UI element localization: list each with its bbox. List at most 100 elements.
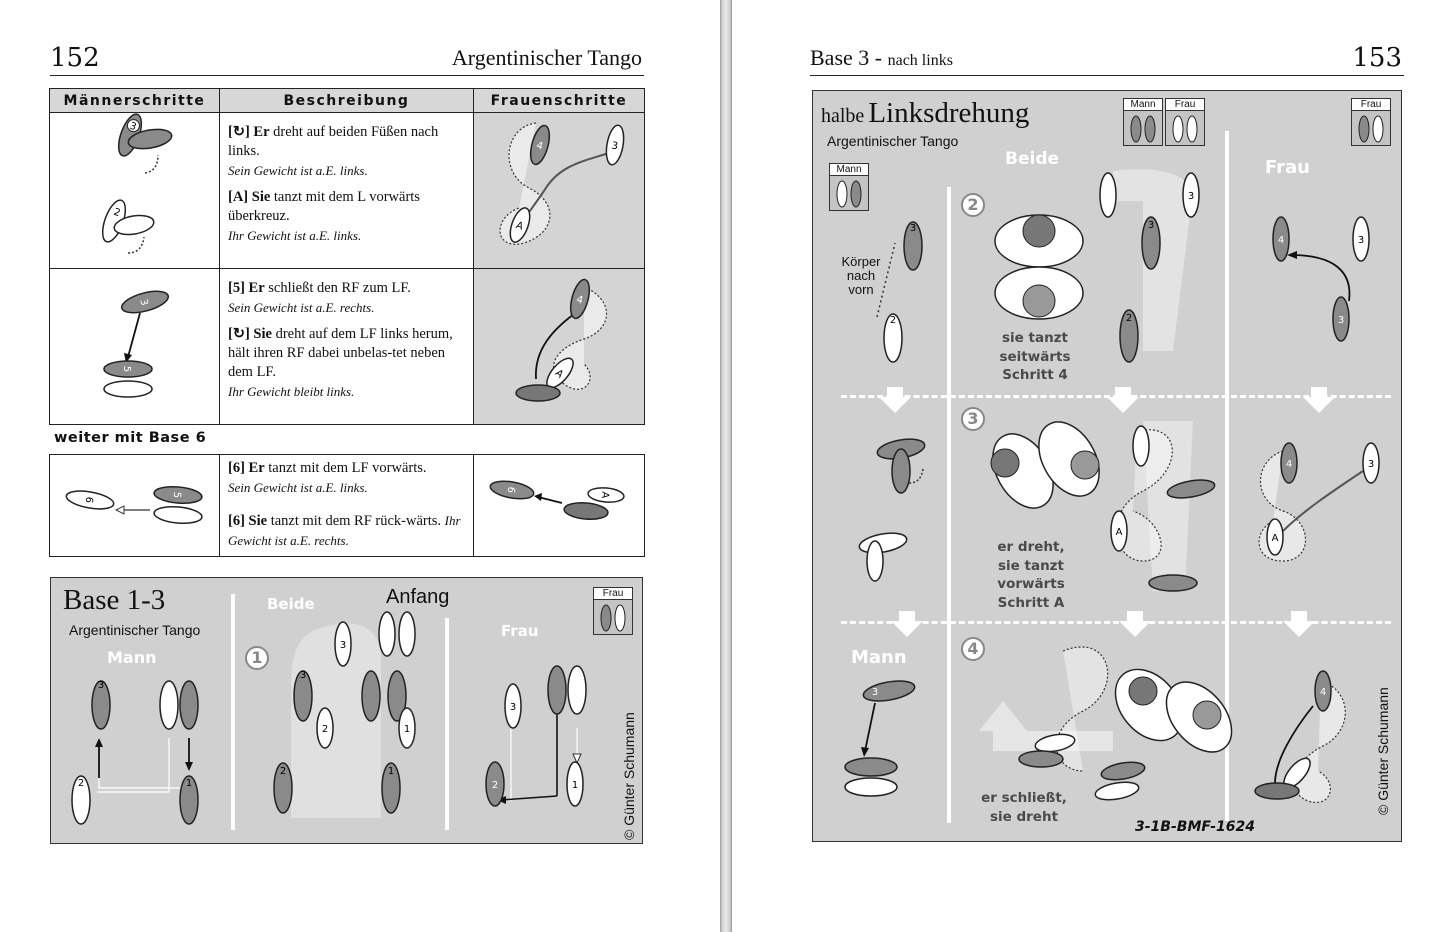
svg-text:3: 3 xyxy=(340,640,346,651)
continue-label: weiter mit Base 6 xyxy=(54,430,206,446)
step-text: schließt den RF zum LF. xyxy=(265,280,411,296)
caption-line: er dreht, xyxy=(979,538,1083,557)
women-steps-figure-2: 4 A xyxy=(473,269,644,425)
caption-line: Schritt 4 xyxy=(983,366,1087,385)
step-number-circle: 2 xyxy=(961,193,985,217)
linksdrehung-figure: 3 2 3 3 2 4 3 3 xyxy=(813,91,1401,841)
step-tag: [5] xyxy=(228,280,245,296)
step-weight: Sein Gewicht ist a.E. links. xyxy=(228,478,465,497)
description-paragraph: [↻] Er dreht auf beiden Füßen nach links… xyxy=(228,123,465,180)
step-actor: Er xyxy=(249,280,265,296)
step-actor: Sie xyxy=(253,326,272,342)
step-weight: Sein Gewicht ist a.E. rechts. xyxy=(228,298,465,317)
header-beschreibung: Beschreibung xyxy=(219,89,473,113)
book-gutter xyxy=(720,0,732,932)
koerper-line: nach xyxy=(833,269,889,283)
base-panel: Base 1-3 Argentinischer Tango Mann Beide… xyxy=(50,577,643,844)
women-steps-figure-1: 4 3 A xyxy=(473,113,644,269)
svg-text:5: 5 xyxy=(171,491,183,498)
step-text: tanzt mit dem LF vorwärts. xyxy=(265,460,427,476)
koerper-line: vorn xyxy=(833,283,889,297)
linksdrehung-panel: halbe Linksdrehung Argentinischer Tango … xyxy=(812,90,1402,842)
svg-text:3: 3 xyxy=(300,670,306,681)
svg-text:3: 3 xyxy=(1148,220,1154,231)
page-number-right: 153 xyxy=(1352,43,1402,73)
svg-text:2: 2 xyxy=(890,315,896,326)
caption-step-4: er schließt, sie dreht xyxy=(969,789,1079,826)
svg-text:3: 3 xyxy=(910,223,916,234)
page-header-left: 152 Argentinischer Tango xyxy=(50,44,644,76)
koerper-line: Körper xyxy=(833,255,889,269)
svg-text:A: A xyxy=(599,491,611,499)
step-tag: [A] xyxy=(228,189,248,205)
step-actor: Er xyxy=(249,460,265,476)
svg-text:5: 5 xyxy=(121,366,132,372)
step-text: tanzt mit dem RF rück-wärts. xyxy=(267,513,441,529)
men-steps-figure-2: 3 5 xyxy=(50,269,220,425)
caption-line: er schließt, xyxy=(969,789,1079,808)
step-number-circle: 4 xyxy=(961,637,985,661)
svg-text:2: 2 xyxy=(322,724,328,735)
caption-line: seitwärts xyxy=(983,348,1087,367)
caption-step-3: er dreht, sie tanzt vorwärts Schritt A xyxy=(979,538,1083,612)
men-steps-figure-1: 3 2 xyxy=(50,113,220,269)
left-page: 152 Argentinischer Tango Männerschritte … xyxy=(0,0,720,932)
koerper-note: Körper nach vorn xyxy=(833,255,889,297)
svg-text:1: 1 xyxy=(572,780,578,791)
step-weight: Ihr Gewicht bleibt links. xyxy=(228,382,465,401)
svg-text:3: 3 xyxy=(1188,191,1194,202)
header-frauenschritte: Frauenschritte xyxy=(473,89,644,113)
caption-line: sie tanzt xyxy=(983,329,1087,348)
svg-text:1: 1 xyxy=(186,778,192,789)
step-tag: [6] xyxy=(228,513,245,529)
steps-table: Männerschritte Beschreibung Frauenschrit… xyxy=(49,88,645,425)
running-title-main: Base 3 - xyxy=(810,45,882,70)
running-title-left: Argentinischer Tango xyxy=(452,45,642,71)
svg-text:2: 2 xyxy=(280,766,286,777)
step-description-3: [6] Er tanzt mit dem LF vorwärts. Sein G… xyxy=(219,455,473,557)
svg-text:3: 3 xyxy=(98,680,104,691)
steps-table-continuation: 6 5 [6] Er tanzt mit dem LF vorwä xyxy=(49,454,645,557)
svg-text:A: A xyxy=(1272,533,1279,544)
description-paragraph: [6] Sie tanzt mit dem RF rück-wärts. Ihr… xyxy=(228,511,465,551)
svg-text:3: 3 xyxy=(872,687,878,698)
page-number-left: 152 xyxy=(50,43,100,73)
step-description-2: [5] Er schließt den RF zum LF. Sein Gewi… xyxy=(219,269,473,425)
base-panel-figure: 3 2 1 3 3 2 1 2 1 xyxy=(51,578,641,842)
header-maennerschritte: Männerschritte xyxy=(50,89,220,113)
svg-text:4: 4 xyxy=(1278,235,1284,246)
step-tag: [6] xyxy=(228,460,245,476)
step-weight: Sein Gewicht ist a.E. links. xyxy=(228,161,465,180)
step-tag: [↻] xyxy=(228,124,250,140)
caption-line: Schritt A xyxy=(979,594,1083,613)
copyright-left: © Günter Schumann xyxy=(621,712,637,840)
svg-text:A: A xyxy=(1116,527,1123,538)
right-page: Base 3 - nach links 153 halbe Linksdrehu… xyxy=(732,0,1454,932)
step-actor: Sie xyxy=(252,189,271,205)
step-actor: Sie xyxy=(249,513,268,529)
svg-text:1: 1 xyxy=(404,724,410,735)
svg-text:3: 3 xyxy=(510,702,516,713)
svg-text:2: 2 xyxy=(1126,313,1132,324)
svg-text:3: 3 xyxy=(1368,459,1374,470)
caption-line: sie dreht xyxy=(969,808,1079,827)
women-steps-figure-3: 6 A xyxy=(473,455,644,557)
step-actor: Er xyxy=(253,124,269,140)
caption-step-2: sie tanzt seitwärts Schritt 4 xyxy=(983,329,1087,385)
description-paragraph: [A] Sie tanzt mit dem L vorwärts überkre… xyxy=(228,188,465,245)
step-number-circle: 3 xyxy=(961,407,985,431)
step-number-circle: 1 xyxy=(245,646,269,670)
svg-text:3: 3 xyxy=(1358,235,1364,246)
svg-text:1: 1 xyxy=(388,766,394,777)
description-paragraph: [6] Er tanzt mit dem LF vorwärts. Sein G… xyxy=(228,459,465,497)
description-paragraph: [5] Er schließt den RF zum LF. Sein Gewi… xyxy=(228,279,465,317)
page-header-right: Base 3 - nach links 153 xyxy=(810,44,1404,76)
svg-text:2: 2 xyxy=(492,780,498,791)
step-tag: [↻] xyxy=(228,326,250,342)
copyright-right: © Günter Schumann xyxy=(1375,687,1391,815)
men-steps-figure-3: 6 5 xyxy=(50,455,220,557)
caption-line: sie tanzt xyxy=(979,557,1083,576)
svg-text:4: 4 xyxy=(1286,459,1292,470)
caption-line: vorwärts xyxy=(979,575,1083,594)
svg-text:4: 4 xyxy=(1320,687,1326,698)
